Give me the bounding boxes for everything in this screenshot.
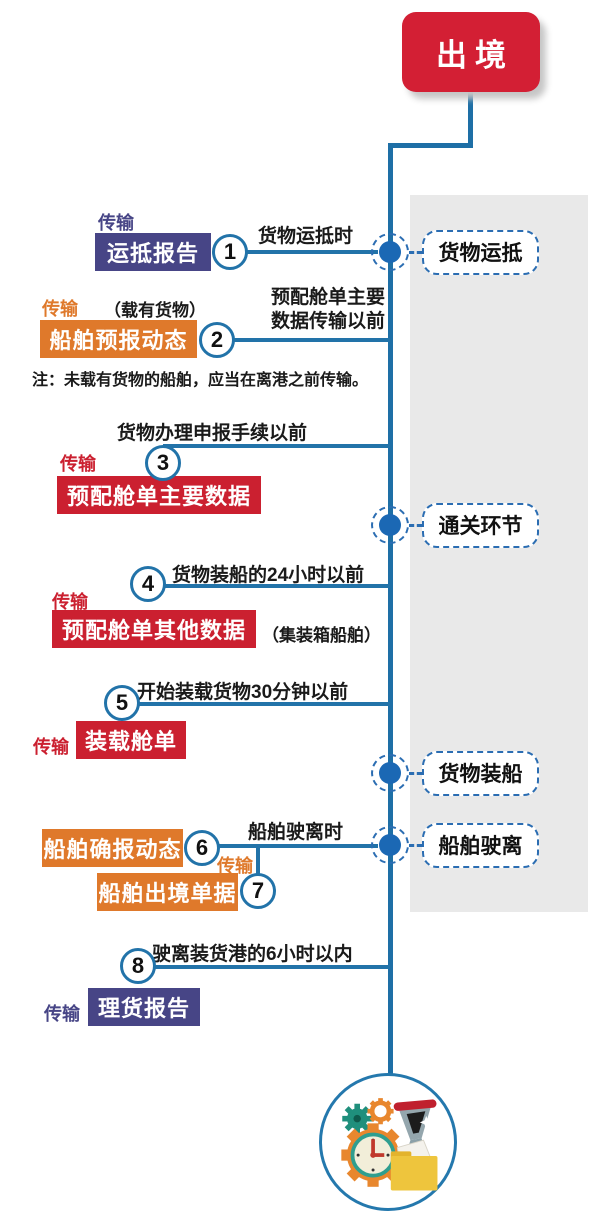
small-orange-gear-icon [367,1098,394,1125]
step3-transmit-label: 传输 [60,454,96,474]
step8-timing-label: 驶离装货港的6小时以内 [152,944,353,965]
step2-timing-line1: 预配舱单主要 [270,287,385,308]
step7-doc-box: 船舶出境单据 [97,873,238,911]
step5-transmit-label: 传输 [33,737,69,757]
node-dot-icon [379,241,401,263]
node-link [409,523,422,527]
step4-timing-label: 货物装船的24小时以前 [172,565,365,586]
node-cargo-loading: 货物装船 [371,748,547,798]
step5-number-circle: 5 [104,685,140,721]
step7-number-circle: 7 [240,873,276,909]
step2-doc-box: 船舶预报动态 [40,320,197,358]
node-dot-icon [379,834,401,856]
step2-number-circle: 2 [199,322,235,358]
step3-timing-label: 货物办理申报手续以前 [117,423,308,444]
step7-connector-line [256,846,260,876]
flow-spine [388,143,393,1076]
step4-doc-box: 预配舱单其他数据 [52,610,256,648]
node-link [409,843,422,847]
step5-timing-label: 开始装载货物30分钟以前 [137,682,349,703]
step2-note-label: 注：未载有货物的船舶，应当在离港之前传输。 [32,372,369,389]
step6-doc-box: 船舶确报动态 [42,829,183,867]
step6-connector-line [202,844,378,848]
step6-timing-label: 船舶驶离时 [248,822,344,843]
step8-doc-box: 理货报告 [88,988,200,1026]
node-ring-icon [371,754,409,792]
step4-transmit-label: 传输 [52,592,88,612]
process-icon-circle [319,1073,457,1211]
step8-connector-line [138,965,390,969]
step2-qualifier-label: （载有货物） [104,301,206,320]
node-customs-clearance: 通关环节 [371,500,547,550]
step4-qualifier-label: （集装箱船舶） [262,626,381,645]
exit-title-label: 出境 [436,37,514,73]
step2-timing-label: 预配舱单主要 数据传输以前 [237,286,385,334]
step8-transmit-label: 传输 [44,1004,80,1024]
step3-number-circle: 3 [145,445,181,481]
exit-title-box: 出境 [402,12,540,92]
step1-doc-box: 运抵报告 [95,233,211,271]
node-label-box: 货物运抵 [422,229,539,275]
process-management-icon [341,1098,438,1191]
step3-connector-line [163,444,390,448]
step8-number-circle: 8 [120,948,156,984]
node-ring-icon [371,506,409,544]
node-label-box: 货物装船 [422,750,539,796]
folder-icon [390,1139,438,1191]
step1-connector-line [230,250,378,254]
title-connector-vertical [468,92,473,147]
teal-gear-icon [342,1103,373,1134]
step4-number-circle: 4 [130,566,166,602]
node-link [409,771,422,775]
step5-doc-box: 装载舱单 [76,721,186,759]
step5-connector-line [122,702,390,706]
step2-transmit-label: 传输 [42,299,78,319]
step1-transmit-label: 传输 [98,213,134,233]
node-cargo-arrival: 货物运抵 [371,227,547,277]
step2-timing-line2: 数据传输以前 [270,311,385,332]
step1-number-circle: 1 [212,234,248,270]
timeline-panel [410,195,588,912]
node-dot-icon [379,514,401,536]
node-dot-icon [379,762,401,784]
node-label-box: 通关环节 [422,502,539,548]
step2-connector-line [217,338,390,342]
node-link [409,250,422,254]
step4-connector-line [148,584,390,588]
node-ring-icon [371,233,409,271]
node-ship-departure: 船舶驶离 [371,820,547,870]
step1-timing-label: 货物运抵时 [258,226,354,247]
clock-gear-icon [341,1123,405,1187]
step3-doc-box: 预配舱单主要数据 [57,476,261,514]
node-label-box: 船舶驶离 [422,822,539,868]
title-connector-horizontal [388,143,473,148]
step7-transmit-label: 传输 [217,856,253,876]
node-ring-icon [371,826,409,864]
step6-number-circle: 6 [184,830,220,866]
